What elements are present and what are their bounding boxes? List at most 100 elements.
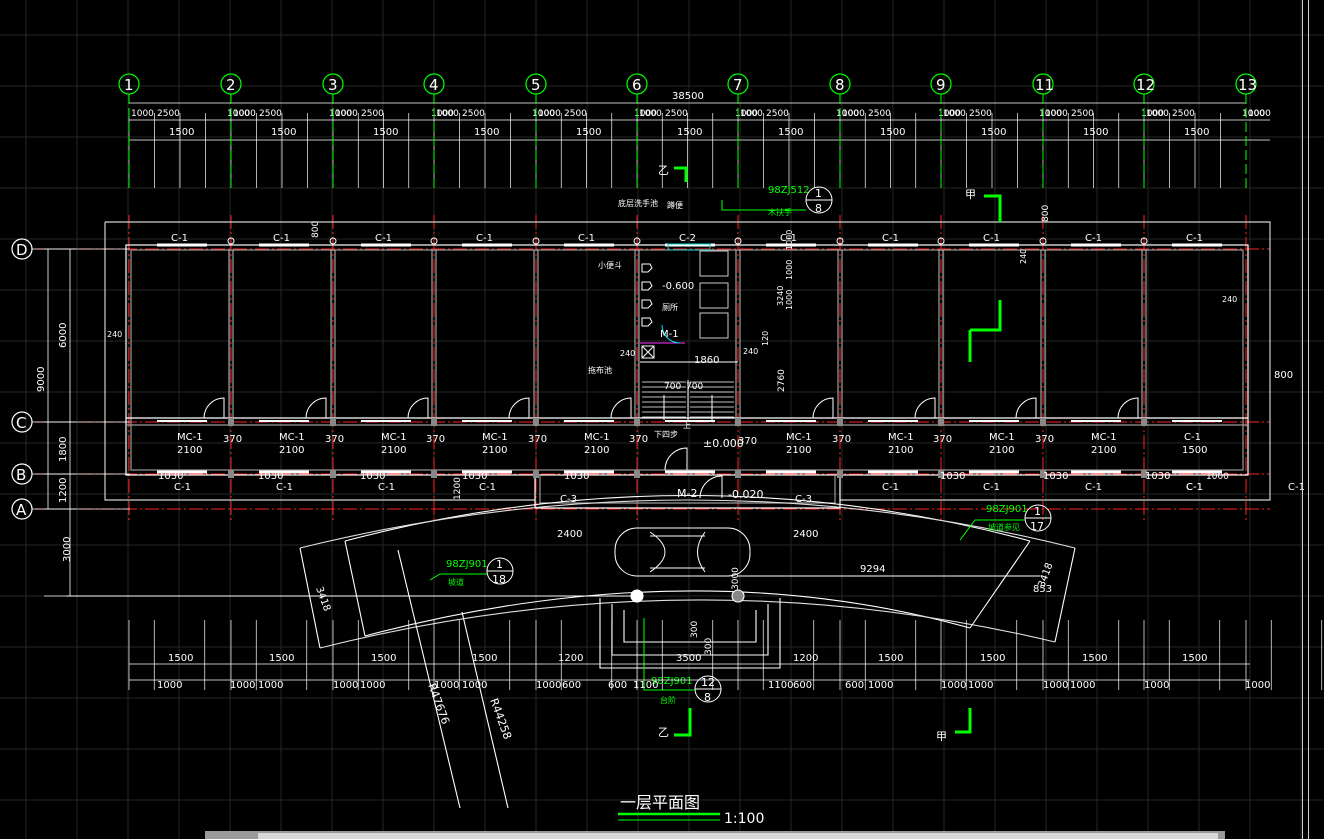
column-block: [1040, 418, 1046, 426]
column-marker: [227, 237, 235, 245]
bottom-dim-text: 1000: [1245, 680, 1270, 691]
top-dim-text: 1500: [880, 127, 905, 138]
core-dims: 1860 700 700 240 240 240 240 240 1000 10…: [107, 205, 1293, 482]
dim-1030-label: 1030: [940, 471, 965, 482]
axis-bubble-label: 3: [328, 76, 338, 94]
door-width: 2100: [888, 445, 913, 456]
column-block: [1141, 470, 1147, 478]
label-sink-basin: 底层洗手池: [618, 198, 658, 208]
axis-bubble-label: 4: [429, 76, 439, 94]
axis-bubble-label: 9: [936, 76, 946, 94]
top-dim-text: 2500: [1172, 109, 1195, 119]
top-dim-text: 1000: [532, 109, 555, 119]
axis-bubble-label: C: [16, 414, 26, 432]
top-dim-text: 2500: [665, 109, 688, 119]
axis-bubble-label: 8: [835, 76, 845, 94]
door-width: 2100: [279, 445, 304, 456]
section-yi-bottom-label: 乙: [658, 726, 669, 739]
level-main: ±0.000: [703, 437, 744, 450]
door-width: 2100: [786, 445, 811, 456]
top-dim-text: 1000: [538, 109, 561, 119]
top-dim-text: 1000: [938, 109, 961, 119]
bottom-dim-text: 600: [845, 680, 864, 691]
column-marker: [937, 237, 945, 245]
top-dim-text: 1000: [634, 109, 657, 119]
dim-800-right: 800: [1274, 370, 1293, 381]
axis-bubble-label: 7: [733, 76, 743, 94]
section-jia-top-label: 甲: [965, 188, 976, 201]
axis-bubble-label: 6: [632, 76, 642, 94]
window-label-top: C-1: [780, 233, 797, 244]
section-yi-top-label: 乙: [658, 164, 669, 177]
ref-98zj901-17: 98ZJ901 坡道参见 1 17: [986, 504, 1052, 533]
bottom-dim-text: 1500: [878, 653, 903, 664]
window-label-bottom: C-1: [174, 482, 191, 493]
door-label: MC-1: [1091, 432, 1117, 443]
dim-1030-label: 1030: [1145, 471, 1170, 482]
door-swing: [1117, 397, 1139, 419]
column-marker: [430, 237, 438, 245]
top-dim-text: 1000: [639, 109, 662, 119]
axis-bubble-label: 13: [1238, 76, 1257, 94]
dim-120: 120: [761, 331, 770, 346]
toilet-stall-3: [699, 312, 729, 339]
door-swing: [1015, 397, 1037, 419]
canopy-arc-3: [299, 499, 1076, 549]
axis-lines: [35, 215, 1270, 520]
dim-700a: 700: [664, 382, 681, 392]
top-dim-text: 1500: [1184, 127, 1209, 138]
wall-370-label: 370: [1035, 434, 1054, 445]
core-labels: 底层洗手池 蹲便 小便斗 厕所 拖布池 上 下四步 M-1: [588, 198, 691, 439]
dim-1030-label: 1030: [258, 471, 283, 482]
entrance-bay: [534, 470, 841, 509]
urinal-4: [641, 317, 653, 327]
m1-swing: [661, 324, 681, 344]
column-block: [938, 470, 944, 478]
top-dim-text: 2500: [868, 109, 891, 119]
svg-text:12: 12: [701, 676, 715, 689]
top-dim-text: 1500: [778, 127, 803, 138]
top-dim-text: 1500: [169, 127, 194, 138]
window-label-bottom: C-1: [378, 482, 395, 493]
label-urinal: 小便斗: [598, 260, 622, 270]
top-dim-text: 1500: [677, 127, 702, 138]
axis-bubble-label: 12: [1136, 76, 1155, 94]
window-label-top: C-1: [273, 233, 290, 244]
wall-370-label: 370: [738, 436, 757, 447]
left-dim-800: 800: [311, 221, 321, 238]
svg-text:1: 1: [815, 187, 822, 200]
urinal-1: [641, 263, 653, 273]
door-swing: [914, 397, 936, 419]
axis-bubble-label: B: [16, 466, 26, 484]
wall-370-label: 370: [325, 434, 344, 445]
column-right: [731, 589, 745, 603]
svg-text:台阶: 台阶: [660, 695, 676, 705]
top-dim-text: 1500: [271, 127, 296, 138]
top-dim-text: 1000: [842, 109, 865, 119]
column-block: [228, 418, 234, 426]
top-dim-text: 1000: [436, 109, 459, 119]
top-dim-text: 1500: [474, 127, 499, 138]
bottom-dim-text: 1000: [868, 680, 893, 691]
car-body: [614, 527, 751, 577]
top-dim-text: 1000: [131, 109, 154, 119]
window-label-top: C-1: [882, 233, 899, 244]
drawing-title: 一层平面图: [620, 793, 700, 812]
window-label-top: C-1: [1186, 233, 1203, 244]
door-swing: [508, 397, 530, 419]
ref-98zj901-12: 98ZJ901 台阶 12 8: [651, 675, 722, 705]
svg-text:8: 8: [704, 691, 711, 704]
bottom-dim-text: 1000: [968, 680, 993, 691]
canopy-left-edge-2: [299, 547, 321, 649]
door-label: MC-1: [888, 432, 914, 443]
scrollbar-thumb[interactable]: [258, 833, 1218, 839]
left-dim-1200: 1200: [58, 478, 69, 503]
column-marker: [836, 237, 844, 245]
window-label-top: C-2: [679, 233, 696, 244]
dim-1030-label: 1030: [360, 471, 385, 482]
dim-240e: 240: [1019, 249, 1028, 264]
toilet-stall-2: [699, 282, 729, 309]
door-swing: [812, 397, 834, 419]
